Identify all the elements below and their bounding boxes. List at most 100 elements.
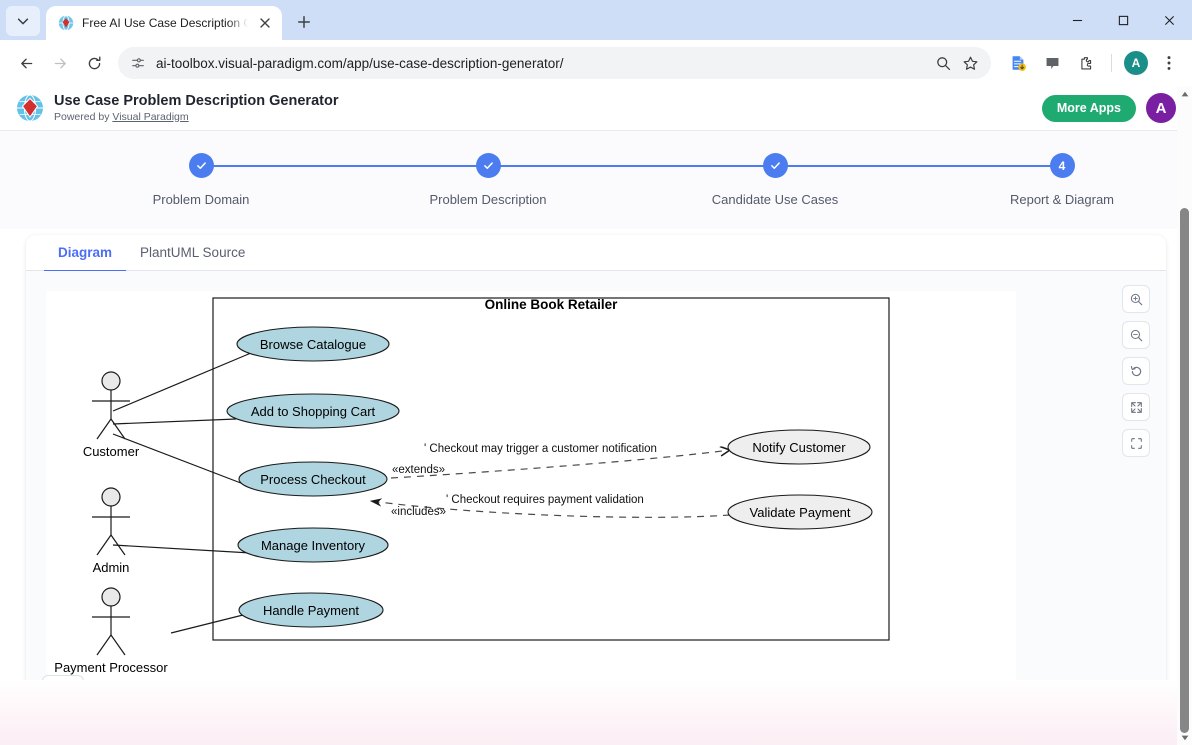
- actor-customer[interactable]: Customer: [83, 371, 140, 459]
- scroll-down-button[interactable]: [1177, 730, 1192, 745]
- reset-rotate-icon: [1130, 365, 1141, 376]
- page-viewport: Use Case Problem Description Generator P…: [0, 86, 1192, 745]
- scroll-up-button[interactable]: [1177, 86, 1192, 101]
- use-case-label: Handle Payment: [263, 603, 359, 618]
- relationship-stereotype-extends: «extends»: [392, 464, 445, 476]
- close-icon: [260, 18, 270, 28]
- visual-paradigm-link[interactable]: Visual Paradigm: [112, 110, 189, 123]
- use-case-validate-payment[interactable]: Validate Payment: [727, 494, 873, 530]
- puzzle-piece-icon[interactable]: [1073, 50, 1099, 76]
- browser-tab-title: Free AI Use Case Description Ge: [82, 16, 248, 30]
- maximize-button[interactable]: [1100, 0, 1146, 40]
- diagram-area[interactable]: Online Book Retailer: [26, 271, 1166, 715]
- system-boundary-label: Online Book Retailer: [485, 297, 619, 312]
- fit-screen-button[interactable]: [1122, 393, 1150, 421]
- more-apps-button[interactable]: More Apps: [1041, 94, 1136, 122]
- browser-tab[interactable]: Free AI Use Case Description Ge: [46, 6, 282, 40]
- relationship-extends-line: [390, 450, 730, 479]
- chevron-down-icon: [17, 18, 29, 25]
- stepper-step-problem-description[interactable]: Problem Description: [388, 153, 588, 207]
- window-close-icon: [1164, 15, 1174, 25]
- check-icon: [196, 162, 206, 169]
- powered-by-prefix: Powered by: [54, 110, 113, 123]
- document-download-extension-icon[interactable]: [1005, 50, 1031, 76]
- zoom-in-icon: [1130, 293, 1142, 305]
- toolbar-divider: [1111, 54, 1112, 72]
- wizard-stepper: Problem Domain Problem Description: [0, 131, 1192, 229]
- actor-admin[interactable]: Admin: [92, 487, 130, 575]
- association-customer-browse: [112, 352, 252, 412]
- tab-plantuml-source[interactable]: PlantUML Source: [140, 245, 246, 260]
- chevron-up-icon: [1181, 91, 1188, 96]
- star-icon[interactable]: [962, 55, 979, 72]
- check-icon: [770, 162, 780, 169]
- window-controls: [1054, 0, 1192, 40]
- actor-payment-processor[interactable]: Payment Processor: [54, 587, 168, 675]
- address-bar[interactable]: ai-toolbox.visual-paradigm.com/app/use-c…: [118, 47, 991, 79]
- page-bottom-gradient: [0, 680, 1177, 745]
- step-label: Candidate Use Cases: [711, 192, 839, 207]
- chevron-down-icon: [1181, 735, 1188, 740]
- address-bar-url: ai-toolbox.visual-paradigm.com/app/use-c…: [156, 55, 564, 71]
- relationship-note-extends: ' Checkout may trigger a customer notifi…: [424, 443, 657, 455]
- app-title-block: Use Case Problem Description Generator P…: [54, 93, 1032, 124]
- use-case-diagram-svg: Online Book Retailer: [54, 297, 890, 675]
- card-tab-bar: Diagram PlantUML Source: [26, 235, 1166, 272]
- close-window-button[interactable]: [1146, 0, 1192, 40]
- use-case-label: Process Checkout: [260, 472, 366, 487]
- app-powered-by: Powered by Visual Paradigm: [54, 110, 1032, 124]
- browser-menu-button[interactable]: [1156, 50, 1182, 76]
- use-case-label: Add to Shopping Cart: [251, 404, 376, 419]
- stepper-connector-3: [775, 165, 1062, 167]
- use-case-process-checkout[interactable]: Process Checkout: [238, 461, 388, 497]
- search-icon[interactable]: [935, 55, 952, 72]
- minimize-button[interactable]: [1054, 0, 1100, 40]
- actor-label-admin: Admin: [93, 560, 130, 575]
- forward-button[interactable]: [44, 47, 76, 79]
- tab-search-button[interactable]: [6, 6, 40, 36]
- stepper-step-candidate-use-cases[interactable]: Candidate Use Cases: [675, 153, 875, 207]
- stepper-step-report-diagram[interactable]: 4 Report & Diagram: [962, 153, 1162, 207]
- browser-profile-avatar[interactable]: A: [1124, 51, 1148, 75]
- use-case-diagram-canvas[interactable]: Online Book Retailer: [46, 291, 1016, 691]
- zoom-in-button[interactable]: [1122, 285, 1150, 313]
- back-arrow-icon: [20, 58, 32, 68]
- step-marker-done: [188, 153, 214, 178]
- use-case-notify-customer[interactable]: Notify Customer: [727, 429, 871, 465]
- system-boundary-rect: [212, 297, 890, 641]
- use-case-label: Browse Catalogue: [260, 337, 366, 352]
- zoom-out-icon: [1130, 329, 1142, 341]
- step-marker-current: 4: [1049, 153, 1075, 178]
- tab-close-button[interactable]: [256, 14, 274, 32]
- actor-label-payment-processor: Payment Processor: [54, 660, 168, 675]
- tab-diagram[interactable]: Diagram: [44, 235, 127, 272]
- fullscreen-button[interactable]: [1122, 429, 1150, 457]
- association-admin-inventory: [112, 544, 252, 554]
- site-settings-icon[interactable]: [130, 55, 146, 71]
- use-case-handle-payment[interactable]: Handle Payment: [238, 592, 384, 628]
- association-customer-checkout: [112, 433, 247, 486]
- step-marker-done: [762, 153, 788, 178]
- scrollbar-thumb[interactable]: [1180, 208, 1189, 733]
- browser-toolbar: ai-toolbox.visual-paradigm.com/app/use-c…: [0, 40, 1192, 86]
- fit-screen-icon: [1130, 401, 1142, 413]
- side-panel-icon[interactable]: [1039, 50, 1065, 76]
- page-scrollbar[interactable]: [1177, 86, 1192, 745]
- use-case-label: Notify Customer: [752, 440, 846, 455]
- back-button[interactable]: [10, 47, 42, 79]
- association-payment-handle: [170, 612, 252, 634]
- relationship-includes-line: [369, 498, 731, 518]
- reload-button[interactable]: [78, 47, 110, 79]
- minimize-icon: [1072, 19, 1082, 21]
- app-title: Use Case Problem Description Generator: [54, 92, 339, 109]
- use-case-add-to-shopping-cart[interactable]: Add to Shopping Cart: [226, 393, 400, 429]
- use-case-browse-catalogue[interactable]: Browse Catalogue: [236, 326, 390, 362]
- user-avatar[interactable]: A: [1146, 93, 1176, 123]
- reset-zoom-button[interactable]: [1122, 357, 1150, 385]
- new-tab-button[interactable]: [290, 8, 318, 36]
- zoom-out-button[interactable]: [1122, 321, 1150, 349]
- plus-icon: [298, 16, 310, 28]
- use-case-manage-inventory[interactable]: Manage Inventory: [237, 527, 389, 563]
- stepper-step-problem-domain[interactable]: Problem Domain: [101, 153, 301, 207]
- stepper-connector-2: [488, 165, 775, 167]
